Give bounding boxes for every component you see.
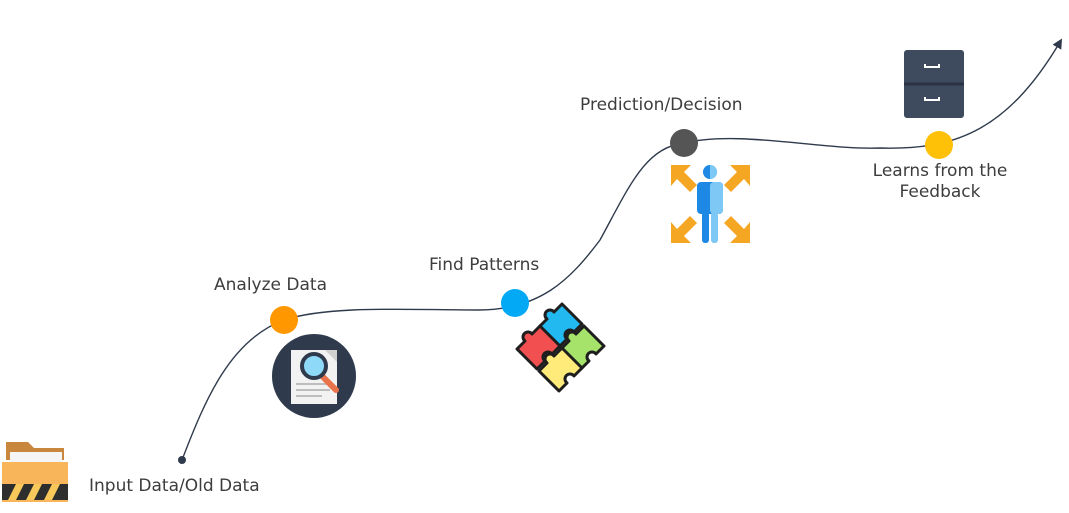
learns-feedback-label: Learns from the Feedback <box>860 161 1020 203</box>
learns-feedback-line2: Feedback <box>899 182 981 202</box>
prediction-decision-label: Prediction/Decision <box>580 95 743 115</box>
file-cabinet-icon <box>904 50 964 118</box>
folder-icon <box>2 442 68 502</box>
decision-node <box>670 129 698 157</box>
input-data-label: Input Data/Old Data <box>89 476 260 496</box>
analyze-node <box>270 306 298 334</box>
learns-feedback-line1: Learns from the <box>872 161 1008 181</box>
magnifier-document-icon <box>272 334 356 418</box>
patterns-node <box>501 289 529 317</box>
feedback-node <box>925 131 953 159</box>
analyze-data-label: Analyze Data <box>214 275 327 295</box>
find-patterns-label: Find Patterns <box>429 255 540 275</box>
person-arrows-icon <box>671 165 750 243</box>
start-dot <box>178 456 186 464</box>
puzzle-icon <box>515 302 606 393</box>
